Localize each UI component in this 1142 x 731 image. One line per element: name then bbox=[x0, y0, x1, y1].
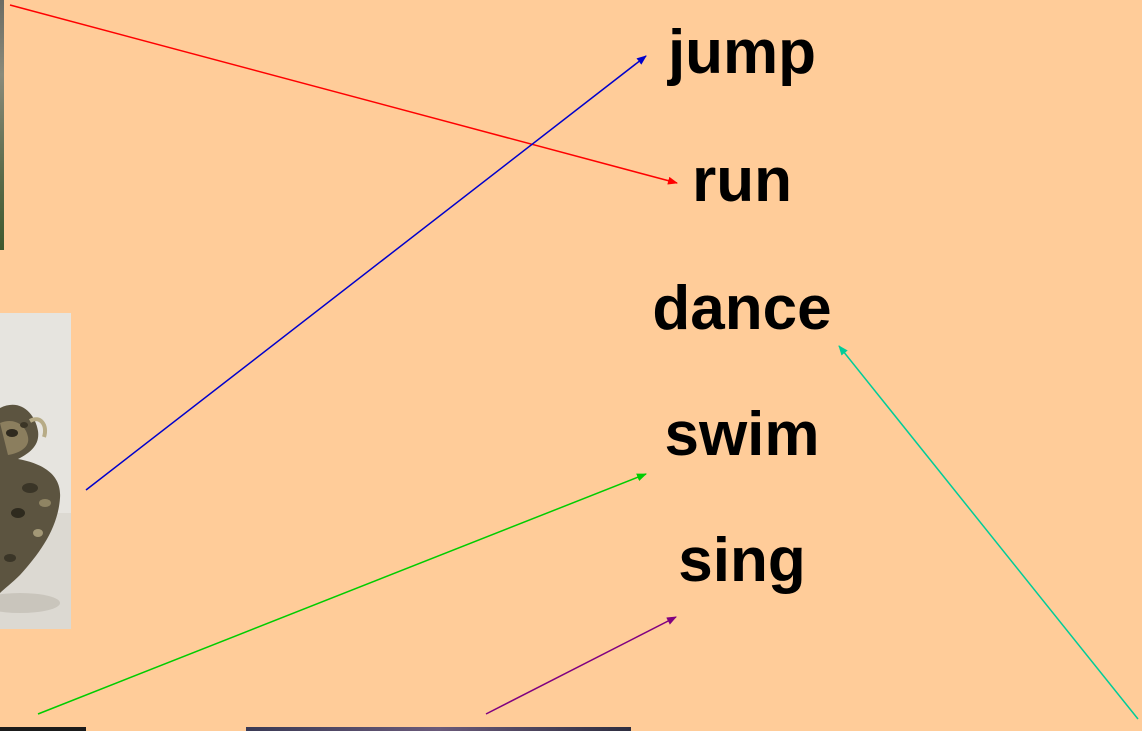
word-dance[interactable]: dance bbox=[652, 274, 832, 343]
arrow-to-jump bbox=[85, 55, 647, 491]
bottom-center-photo bbox=[246, 727, 631, 731]
word-jump[interactable]: jump bbox=[667, 18, 817, 87]
word-sing[interactable]: sing bbox=[678, 526, 806, 595]
arrow-to-sing bbox=[485, 616, 677, 715]
bottom-left-photo bbox=[0, 727, 86, 731]
word-run[interactable]: run bbox=[692, 146, 792, 215]
top-left-photo bbox=[0, 0, 4, 250]
arrow-to-run bbox=[9, 4, 678, 185]
arrow-to-swim bbox=[37, 473, 647, 715]
word-swim[interactable]: swim bbox=[664, 400, 820, 469]
frog-photo bbox=[0, 313, 71, 629]
arrow-to-dance bbox=[838, 345, 1139, 720]
frog-illustration bbox=[0, 313, 71, 629]
